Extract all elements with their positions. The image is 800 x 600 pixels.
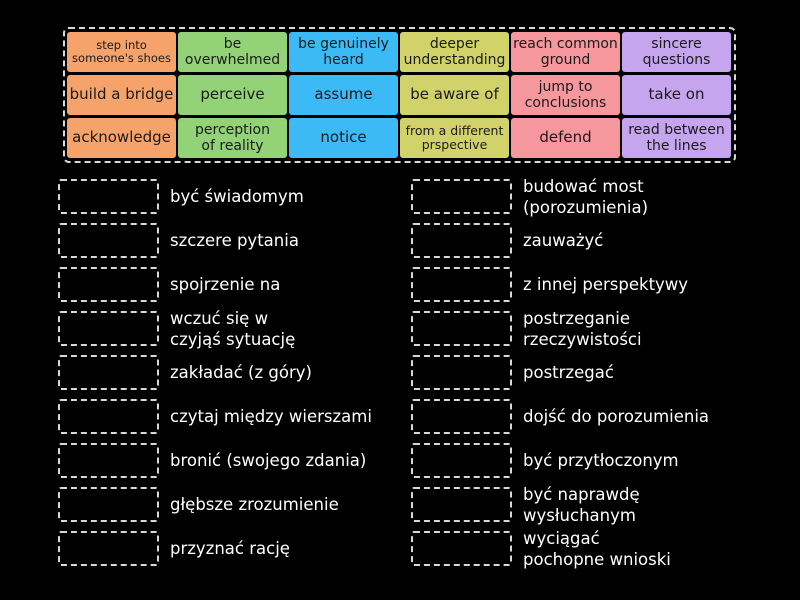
match-row: spojrzenie na: [58, 266, 438, 310]
match-row: głębsze zrozumienie: [58, 486, 438, 530]
answer-tile[interactable]: step into someone's shoes: [67, 32, 176, 72]
match-row: postrzeganie rzeczywistości: [411, 308, 791, 354]
match-row: szczere pytania: [58, 222, 438, 266]
drop-slot[interactable]: [58, 355, 159, 390]
answer-tile[interactable]: reach common ground: [511, 32, 620, 72]
match-row: wczuć się w czyjąś sytuację: [58, 308, 438, 354]
match-row: zauważyć: [411, 222, 791, 266]
target-label: postrzeganie rzeczywistości: [523, 308, 642, 349]
answer-tile[interactable]: perceive: [178, 75, 287, 115]
match-row: bronić (swojego zdania): [58, 442, 438, 486]
match-row: być naprawdę wysłuchanym: [411, 484, 791, 530]
answer-tile[interactable]: sincere questions: [622, 32, 731, 72]
target-label: być świadomym: [170, 187, 304, 207]
answer-tile[interactable]: read between the lines: [622, 118, 731, 158]
answer-tile[interactable]: jump to conclusions: [511, 75, 620, 115]
answer-tile[interactable]: deeper understanding: [400, 32, 509, 72]
drop-slot[interactable]: [58, 223, 159, 258]
target-label: dojść do porozumienia: [523, 407, 710, 427]
target-label: czytaj między wierszami: [170, 407, 372, 427]
target-label: spojrzenie na: [170, 275, 281, 295]
answer-tile[interactable]: assume: [289, 75, 398, 115]
drop-slot[interactable]: [411, 311, 512, 346]
match-row: budować most (porozumienia): [411, 176, 791, 222]
target-label: zauważyć: [523, 231, 604, 251]
answer-tile[interactable]: acknowledge: [67, 118, 176, 158]
target-label: bronić (swojego zdania): [170, 451, 367, 471]
drop-slot[interactable]: [411, 399, 512, 434]
match-row: postrzegać: [411, 354, 791, 398]
drop-slot[interactable]: [58, 179, 159, 214]
answer-bank: [63, 27, 736, 163]
target-label: przyznać rację: [170, 539, 290, 559]
answer-tile[interactable]: perception of reality: [178, 118, 287, 158]
left-target-column: być świadomym szczere pytania spojrzenie n…: [58, 178, 438, 574]
match-row: czytaj między wierszami: [58, 398, 438, 442]
drop-slot[interactable]: [411, 355, 512, 390]
drop-slot[interactable]: [58, 487, 159, 522]
drop-slot[interactable]: [58, 311, 159, 346]
target-label: budować most (porozumienia): [523, 176, 649, 217]
drop-slot[interactable]: [411, 443, 512, 478]
target-label: szczere pytania: [170, 231, 299, 251]
drop-slot[interactable]: [58, 399, 159, 434]
answer-tile[interactable]: be aware of: [400, 75, 509, 115]
match-row: z innej perspektywy: [411, 266, 791, 310]
drop-slot[interactable]: [411, 487, 512, 522]
target-label: głębsze zrozumienie: [170, 495, 339, 515]
answer-tile[interactable]: be overwhelmed: [178, 32, 287, 72]
match-row: dojść do porozumienia: [411, 398, 791, 442]
target-label: wyciągać pochopne wnioski: [523, 528, 671, 569]
match-row: przyznać rację: [58, 530, 438, 574]
answer-tile[interactable]: from a different prspective: [400, 118, 509, 158]
answer-tile[interactable]: build a bridge: [67, 75, 176, 115]
drop-slot[interactable]: [411, 531, 512, 566]
target-label: wczuć się w czyjąś sytuację: [170, 308, 296, 349]
drop-slot[interactable]: [411, 179, 512, 214]
target-label: z innej perspektywy: [523, 275, 689, 295]
answer-tile[interactable]: notice: [289, 118, 398, 158]
drop-slot[interactable]: [411, 223, 512, 258]
drop-slot[interactable]: [58, 267, 159, 302]
match-row: wyciągać pochopne wnioski: [411, 528, 791, 574]
answer-tile[interactable]: take on: [622, 75, 731, 115]
match-row: być świadomym: [58, 178, 438, 222]
answer-tile[interactable]: defend: [511, 118, 620, 158]
answer-tile[interactable]: be genuinely heard: [289, 32, 398, 72]
target-label: zakładać (z góry): [170, 363, 312, 383]
match-row: być przytłoczonym: [411, 442, 791, 486]
match-row: zakładać (z góry): [58, 354, 438, 398]
target-label: postrzegać: [523, 363, 614, 383]
drop-slot[interactable]: [411, 267, 512, 302]
target-label: być przytłoczonym: [523, 451, 679, 471]
target-label: być naprawdę wysłuchanym: [523, 484, 640, 525]
drop-slot[interactable]: [58, 531, 159, 566]
drop-slot[interactable]: [58, 443, 159, 478]
right-target-column: budować most (porozumienia) zauważyć z inn…: [411, 176, 791, 574]
